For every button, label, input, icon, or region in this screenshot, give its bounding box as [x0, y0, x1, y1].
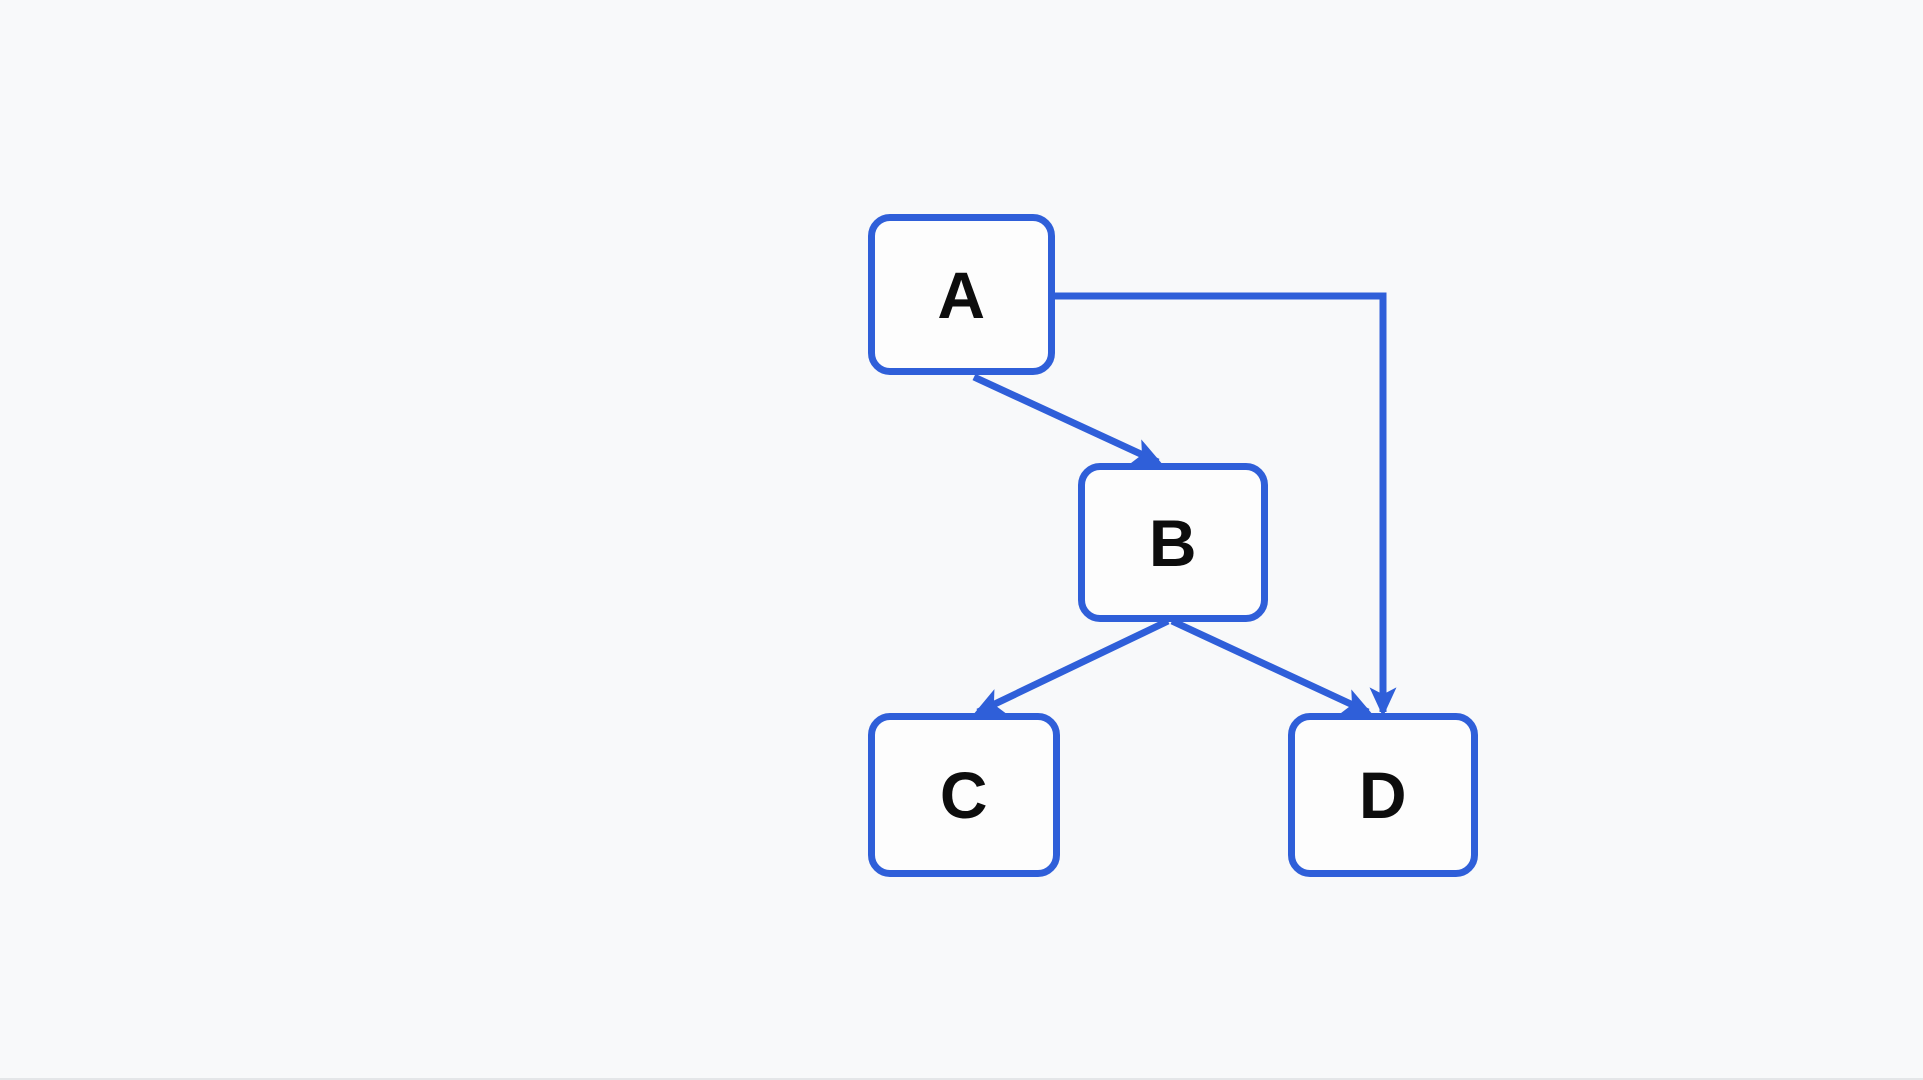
edge-b-c — [973, 617, 1170, 716]
edge-a-b — [972, 373, 1163, 466]
graph-node-a[interactable]: A — [868, 214, 1055, 375]
graph-node-c[interactable]: C — [868, 713, 1060, 877]
graph-node-c-label: C — [939, 758, 989, 832]
graph-node-d[interactable]: D — [1288, 713, 1478, 877]
edge-b-d — [1170, 617, 1373, 716]
graph-node-b[interactable]: B — [1078, 463, 1268, 622]
graph-node-a-label: A — [937, 257, 986, 332]
graph-node-b-label: B — [1148, 505, 1198, 580]
graph-node-d-label: D — [1358, 758, 1408, 832]
